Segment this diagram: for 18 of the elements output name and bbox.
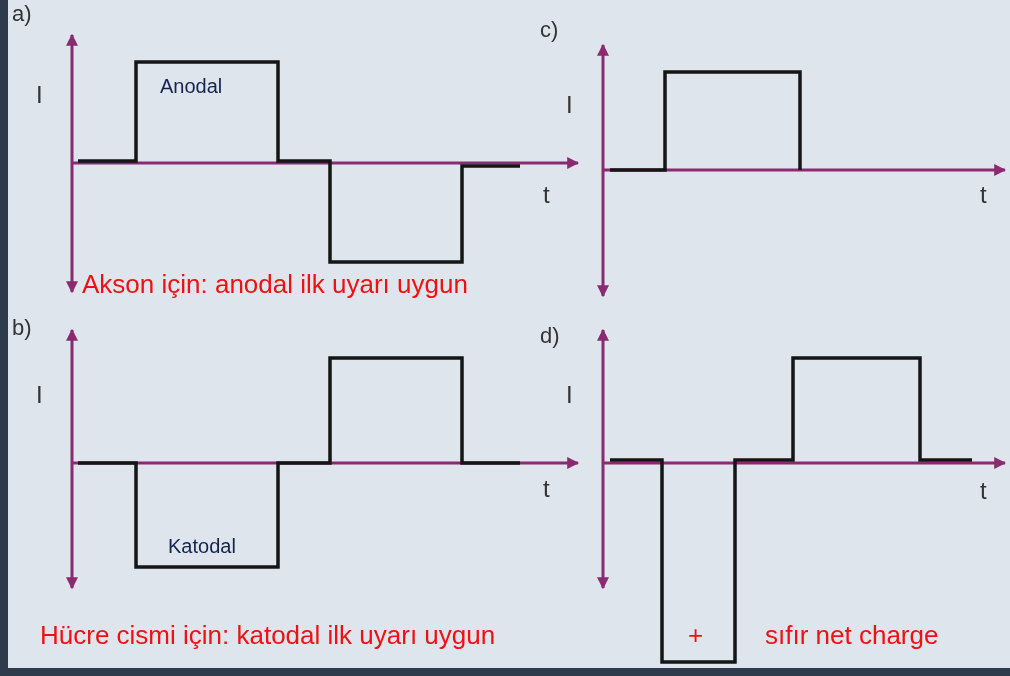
axis-label: d)	[540, 324, 560, 349]
axis-label: I	[36, 382, 43, 409]
pulse-label: Anodal	[160, 75, 223, 97]
axis-label: a)	[12, 2, 32, 27]
axis-label: b)	[12, 316, 32, 341]
annotation-text: Hücre cismi için: katodal ilk uyarı uygun	[40, 621, 496, 650]
annotation-text: Akson için: anodal ilk uyarı uygun	[82, 270, 468, 299]
axis-label: t	[543, 476, 550, 503]
pulse-label: Katodal	[168, 535, 236, 557]
plus-sign: +	[688, 621, 704, 650]
axis-label: t	[980, 182, 987, 209]
axis-label: I	[36, 82, 43, 109]
annotation-text: sıfır net charge	[765, 621, 939, 650]
axis-label: I	[566, 382, 573, 409]
axis-label: t	[980, 478, 987, 505]
axis-label: c)	[540, 18, 559, 43]
axis-label: t	[543, 182, 550, 209]
axis-label: I	[566, 92, 573, 119]
